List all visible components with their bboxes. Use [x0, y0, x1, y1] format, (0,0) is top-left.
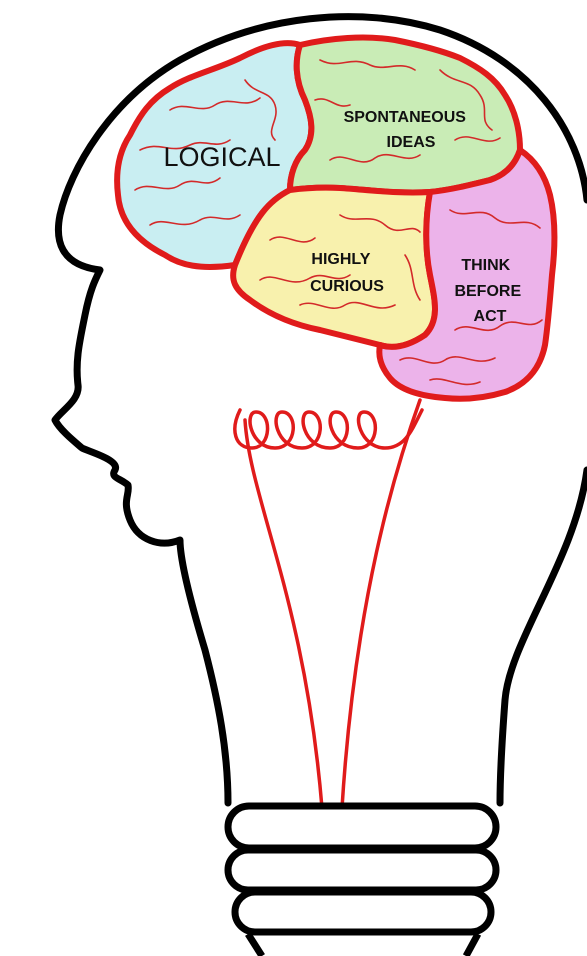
- label-curious-line-1: HIGHLY: [311, 251, 370, 268]
- label-curious-line-2: CURIOUS: [310, 278, 384, 295]
- label-spontaneous-line-2: IDEAS: [387, 134, 436, 151]
- label-logical-line-1: LOGICAL: [163, 142, 280, 172]
- label-logical: LOGICAL: [163, 142, 280, 172]
- base-ring-1: [228, 806, 496, 848]
- filament-wire-left: [245, 420, 322, 808]
- base-ring-2: [228, 850, 496, 890]
- filament-coil: [235, 410, 422, 448]
- bulb-right-outline: [500, 470, 587, 803]
- base-ring-3: [235, 892, 491, 932]
- label-think-line-3: ACT: [474, 308, 507, 325]
- bulb-base: [228, 806, 496, 956]
- base-bottom: [248, 934, 478, 956]
- label-think-line-2: BEFORE: [454, 283, 521, 300]
- filament-wire-right: [342, 400, 420, 808]
- brain: [117, 38, 554, 399]
- filament: [235, 400, 422, 808]
- label-think-line-1: THINK: [461, 257, 510, 274]
- label-spontaneous-line-1: SPONTANEOUS: [344, 109, 467, 126]
